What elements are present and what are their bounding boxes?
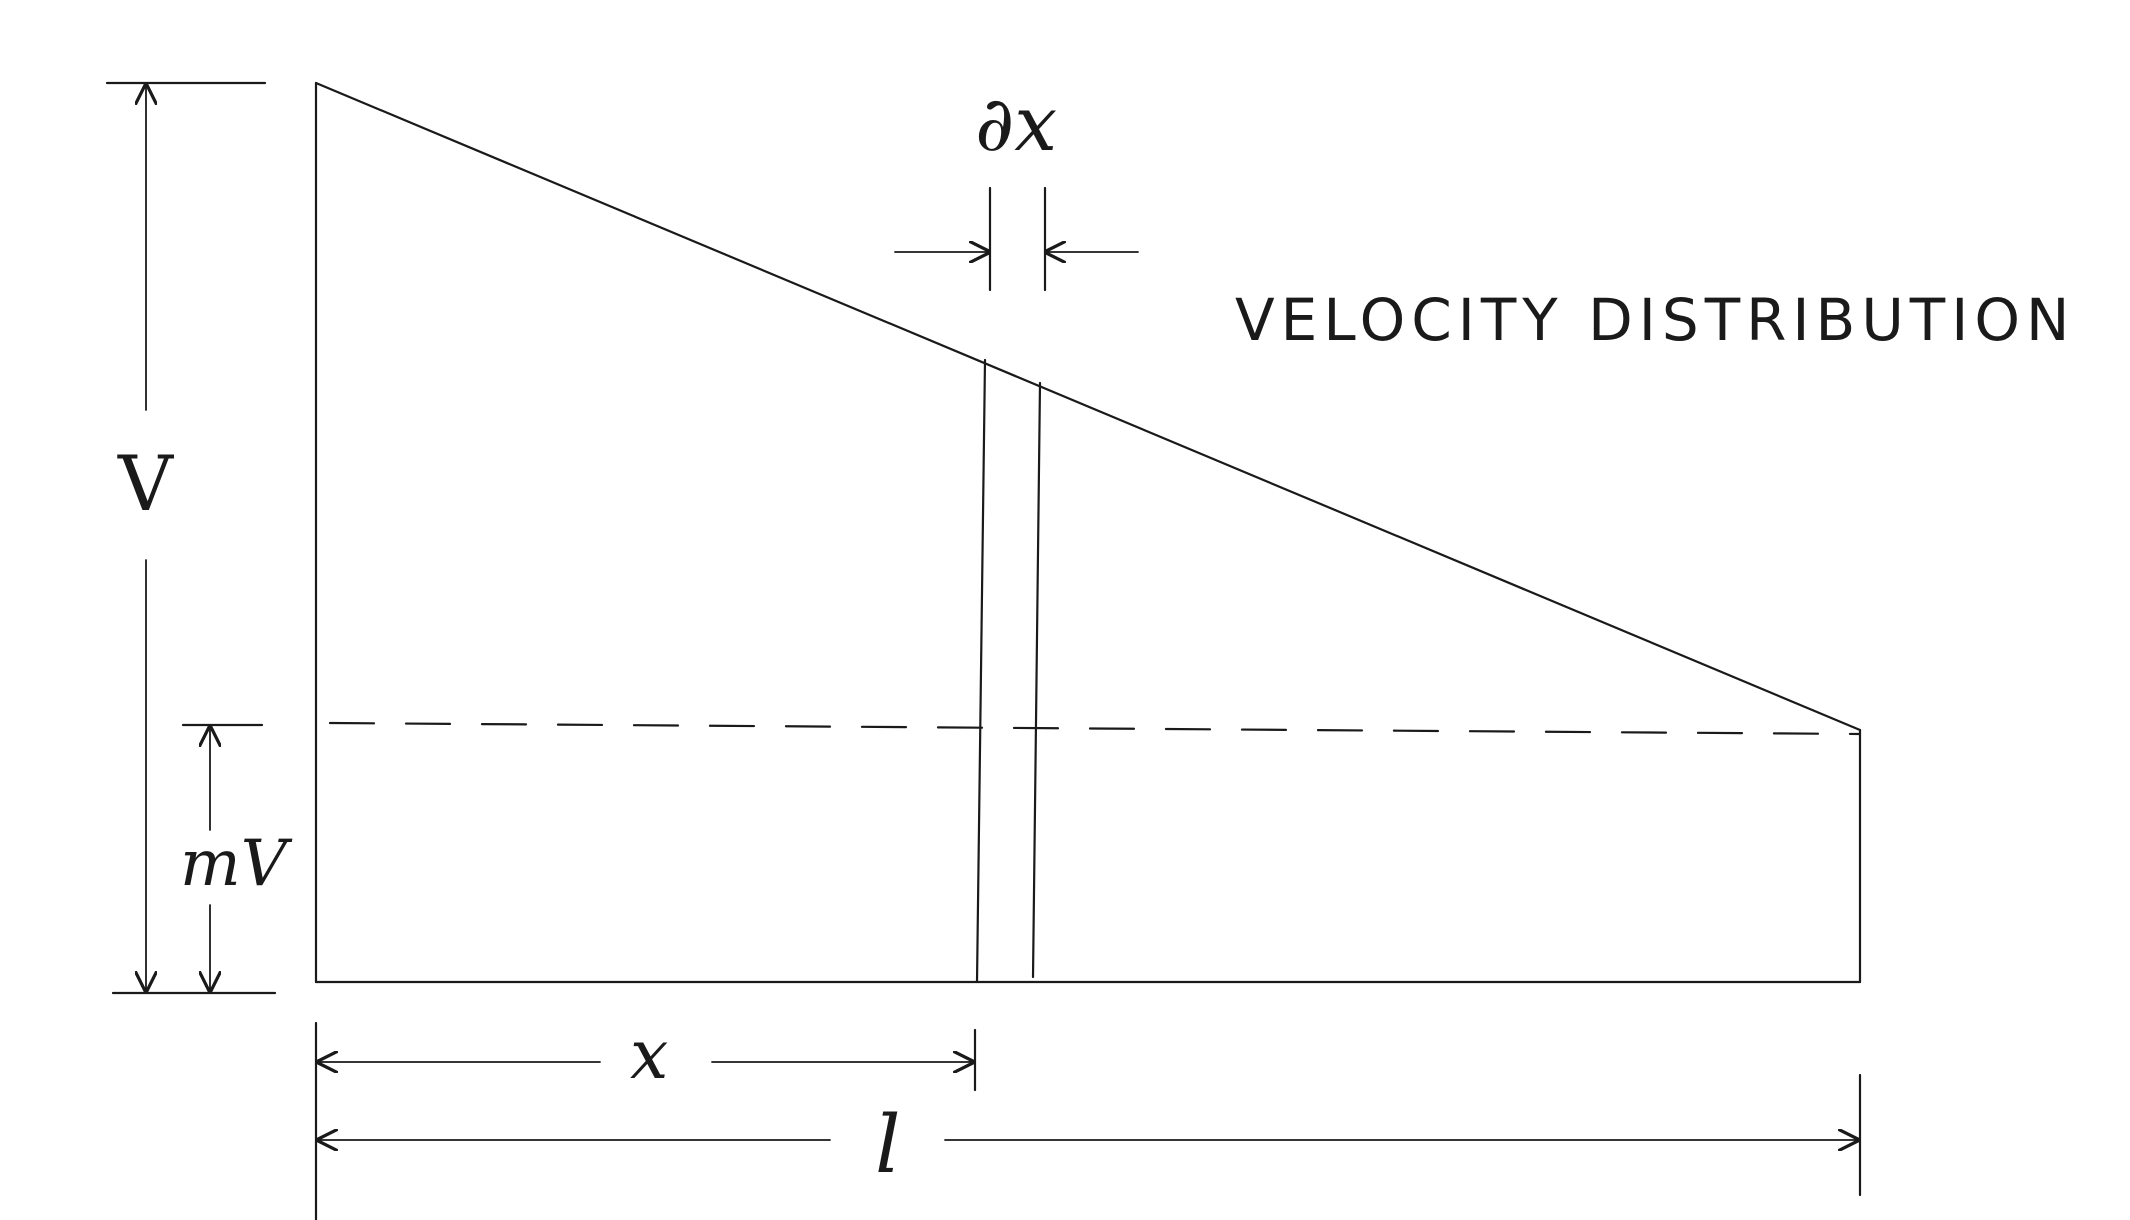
l-label: l <box>875 1098 901 1191</box>
mv-dimension: mV <box>180 723 293 991</box>
x-label: x <box>630 1016 668 1095</box>
l-dimension: l <box>318 1073 1862 1197</box>
dx-dimension: ∂x <box>894 79 1139 292</box>
mv-label: mV <box>180 827 293 901</box>
strip-right-line <box>1031 381 1042 979</box>
x-dimension: x <box>314 1016 977 1220</box>
velocity-distribution-caption: VELOCITY DISTRIBUTION <box>1235 286 2075 354</box>
velocity-profile-shape <box>314 81 1862 984</box>
sloped-velocity-line <box>314 81 1862 732</box>
dx-label: ∂x <box>975 79 1057 168</box>
v-dimension: V <box>105 81 277 995</box>
v-label: V <box>117 439 174 528</box>
element-strip <box>975 358 1042 984</box>
dashed-mv-line <box>328 721 1862 736</box>
strip-left-line <box>975 358 987 984</box>
